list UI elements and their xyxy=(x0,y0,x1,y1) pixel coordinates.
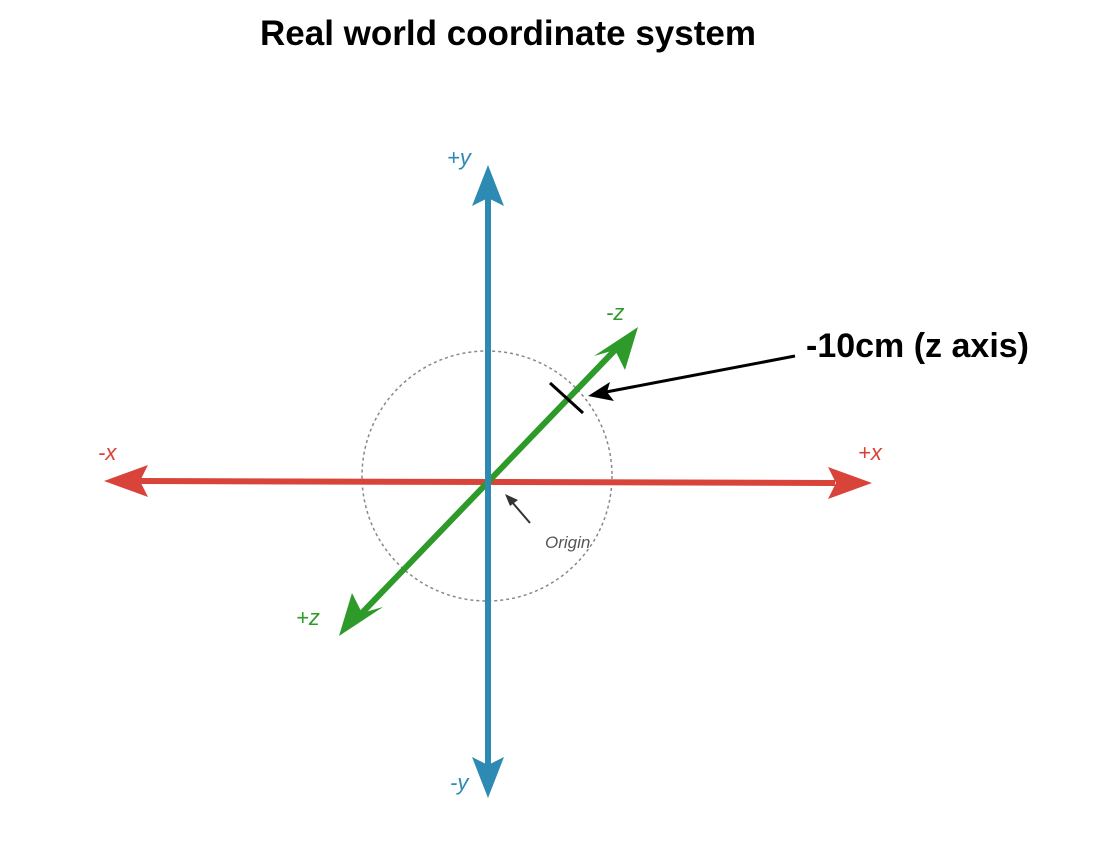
origin-pointer-arrowhead xyxy=(505,494,518,506)
z-axis-negative-arrowhead xyxy=(594,327,638,370)
z-axis-tick-mark xyxy=(548,381,585,415)
label-y-positive: +y xyxy=(447,145,473,170)
y-axis-positive-arrowhead xyxy=(472,165,504,206)
y-axis xyxy=(472,165,504,798)
label-x-positive: +x xyxy=(858,440,883,465)
origin-label: Origin xyxy=(545,533,590,552)
x-axis-positive-arrowhead xyxy=(828,467,872,499)
annotation-arrowhead xyxy=(588,382,614,401)
label-y-negative: -y xyxy=(450,770,470,795)
y-axis-negative-arrowhead xyxy=(472,757,504,798)
annotation-arrow-line xyxy=(605,354,796,394)
z-axis-positive-arrowhead xyxy=(339,593,383,636)
origin-pointer-line xyxy=(511,501,531,524)
page-title: Real world coordinate system xyxy=(260,14,756,53)
annotation-label: -10cm (z axis) xyxy=(806,327,1029,365)
label-z-negative: -z xyxy=(606,300,624,325)
x-axis-negative-arrowhead xyxy=(104,465,148,497)
label-z-positive: +z xyxy=(296,605,320,630)
label-x-negative: -x xyxy=(98,440,117,465)
